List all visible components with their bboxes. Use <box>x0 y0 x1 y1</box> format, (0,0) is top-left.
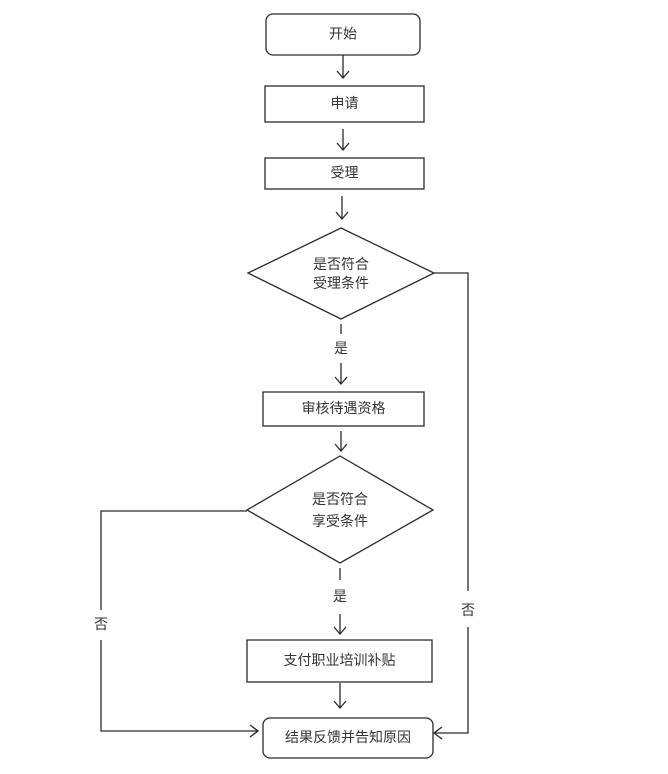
node-end: 结果反馈并告知原因 <box>262 717 434 759</box>
end-shape <box>262 717 434 759</box>
arrowhead-icon <box>249 724 260 738</box>
arrowhead-icon <box>336 142 350 151</box>
start-label: 开始 <box>329 27 357 43</box>
accept-label: 受理 <box>331 166 359 182</box>
apply-label: 申请 <box>331 96 359 112</box>
node-apply: 申请 <box>264 85 425 123</box>
edge-eligible-yes: 是 <box>333 568 347 635</box>
connector-line <box>100 510 247 610</box>
decision-diamond <box>245 455 435 564</box>
node-accept: 受理 <box>264 157 425 190</box>
arrow-pay-to-end <box>333 683 347 709</box>
node-check-eligible: 是否符合 享受条件 <box>245 455 435 564</box>
decision-diamond <box>246 227 436 320</box>
no-label: 否 <box>94 617 108 633</box>
arrowhead-icon <box>432 726 443 740</box>
review-label: 审核待遇资格 <box>302 401 386 417</box>
edge-eligible-no: 否 <box>94 510 260 738</box>
no-label: 否 <box>461 603 475 619</box>
node-start: 开始 <box>265 13 421 56</box>
check-accept-label-line2: 受理条件 <box>313 275 369 292</box>
check-accept-label-line1: 是否符合 <box>313 257 369 273</box>
arrowhead-icon <box>333 700 347 709</box>
arrowhead-icon <box>334 443 348 452</box>
arrow-accept-to-check <box>335 196 349 220</box>
edge-accept-no: 否 <box>432 272 475 740</box>
check-eligible-label-line2: 享受条件 <box>312 513 368 530</box>
yes-label: 是 <box>333 589 347 605</box>
arrowhead-icon <box>336 70 350 79</box>
arrow-review-to-check <box>334 431 348 452</box>
connector-line <box>434 627 469 734</box>
arrow-apply-to-accept <box>336 129 350 151</box>
pay-label: 支付职业培训补贴 <box>284 653 396 669</box>
arrow-start-to-apply <box>336 55 350 79</box>
end-label: 结果反馈并告知原因 <box>285 729 411 746</box>
arrowhead-icon <box>335 211 349 220</box>
accept-shape <box>264 157 425 190</box>
apply-shape <box>264 85 425 123</box>
connector-line <box>100 640 258 732</box>
arrowhead-icon <box>333 626 347 635</box>
check-eligible-label-line1: 是否符合 <box>312 492 368 508</box>
yes-label: 是 <box>334 341 348 357</box>
review-shape <box>262 391 425 427</box>
node-review: 审核待遇资格 <box>262 391 425 427</box>
connector-line <box>434 272 469 591</box>
pay-shape <box>246 639 433 683</box>
arrowhead-icon <box>334 376 348 385</box>
node-check-accept: 是否符合 受理条件 <box>246 227 436 320</box>
edge-accept-yes: 是 <box>334 324 348 385</box>
node-pay: 支付职业培训补贴 <box>246 639 433 683</box>
